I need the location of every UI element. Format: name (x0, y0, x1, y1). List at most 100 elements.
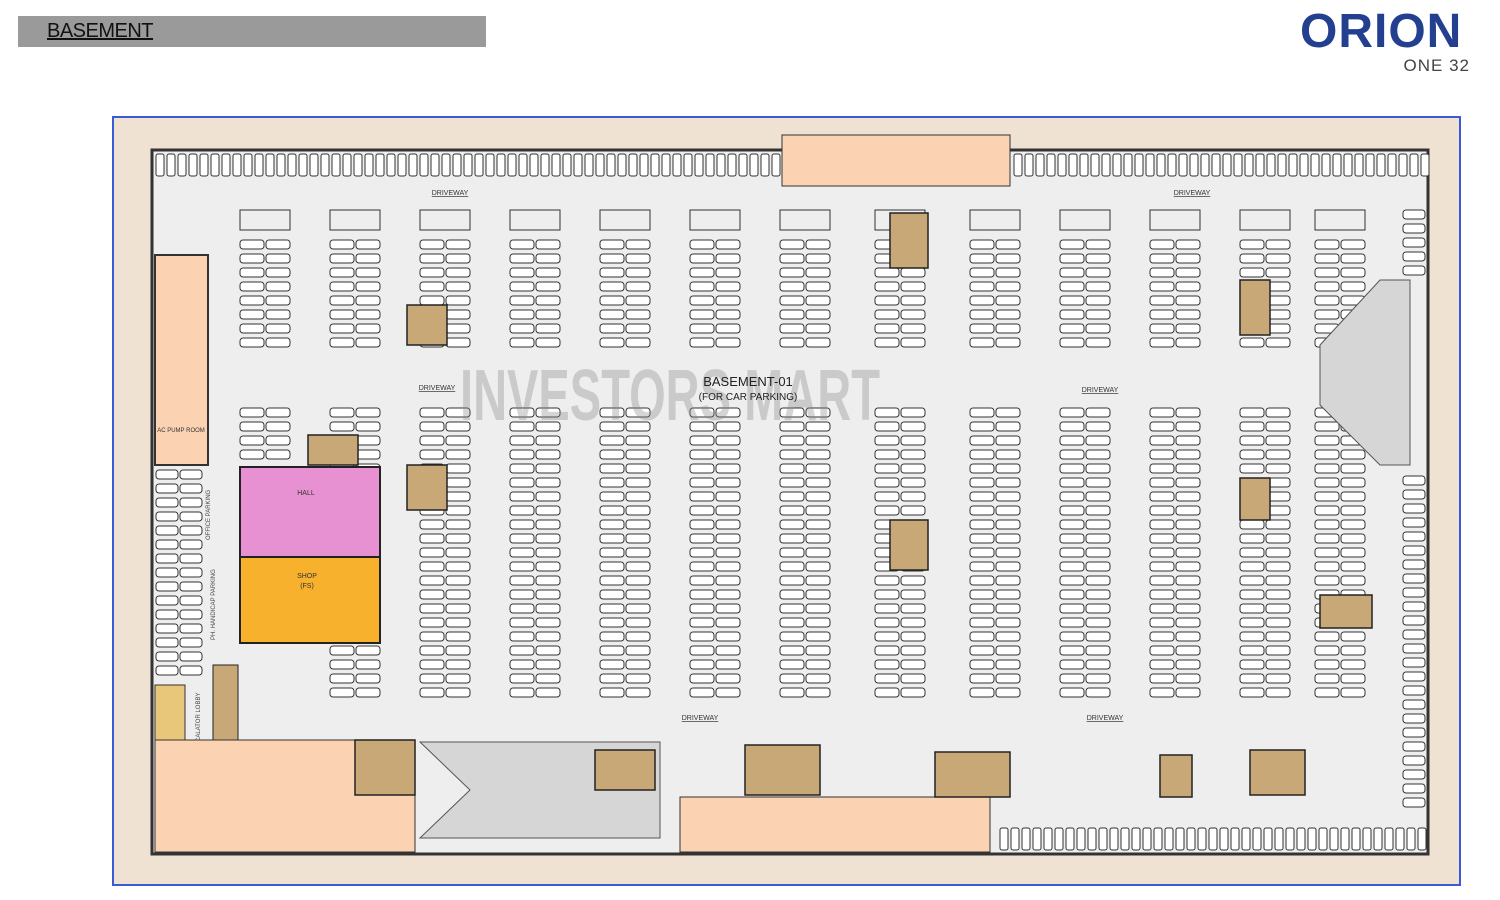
parking-stall (1164, 827, 1174, 851)
parking-stall (900, 603, 926, 614)
parking-stall (355, 645, 381, 656)
parking-stall (445, 295, 471, 306)
logo-wordmark: ORION (1300, 5, 1463, 58)
parking-stalls (155, 153, 1430, 851)
parking-stall (715, 589, 741, 600)
parking-stall (805, 239, 831, 250)
parking-stall (779, 645, 805, 656)
parking-stall (329, 659, 355, 670)
parking-stall (239, 421, 265, 432)
parking-stall (1085, 561, 1111, 572)
parking-stall (715, 435, 741, 446)
parking-stall (900, 687, 926, 698)
parking-stall (1402, 783, 1426, 794)
parking-stall (1175, 617, 1201, 628)
parking-stall (355, 407, 381, 418)
parking-stall (329, 239, 355, 250)
parking-stall (1059, 547, 1085, 558)
parking-stall (509, 659, 535, 670)
parking-stall (1149, 281, 1175, 292)
parking-stall (689, 477, 715, 488)
parking-stall (1145, 153, 1155, 177)
parking-stall (509, 239, 535, 250)
parking-stall (995, 477, 1021, 488)
parking-stall (509, 337, 535, 348)
parking-stall (540, 153, 550, 177)
parking-stall (1314, 295, 1340, 306)
parking-stall (1059, 631, 1085, 642)
parking-stall (265, 239, 291, 250)
parking-stall (1149, 505, 1175, 516)
parking-stall (715, 281, 741, 292)
parking-stall (969, 631, 995, 642)
parking-stall (1402, 237, 1426, 248)
parking-stall (509, 267, 535, 278)
parking-stall (779, 407, 805, 418)
parking-stall (1032, 827, 1042, 851)
parking-stall (1314, 673, 1340, 684)
parking-stall (599, 533, 625, 544)
parking-stall (1239, 407, 1265, 418)
parking-stall (239, 435, 265, 446)
parking-stall (599, 561, 625, 572)
parking-stall (969, 617, 995, 628)
parking-stall (329, 407, 355, 418)
parking-stall (509, 519, 535, 530)
parking-stall (779, 603, 805, 614)
parking-stall (1402, 629, 1426, 640)
parking-stall (617, 153, 627, 177)
parking-stall (419, 589, 445, 600)
parking-stall (625, 253, 651, 264)
parking-stall (445, 519, 471, 530)
parking-stall (805, 407, 831, 418)
parking-stall (689, 267, 715, 278)
parking-stall (625, 575, 651, 586)
parking-stall (715, 673, 741, 684)
parking-stall (329, 687, 355, 698)
parking-stall (689, 309, 715, 320)
parking-stall (874, 631, 900, 642)
parking-stall (715, 477, 741, 488)
parking-stall (535, 645, 561, 656)
parking-stall (507, 153, 517, 177)
parking-stall (805, 309, 831, 320)
parking-stall (1265, 533, 1291, 544)
parking-stall (779, 491, 805, 502)
parking-stall (1046, 153, 1056, 177)
parking-stall (1085, 407, 1111, 418)
parking-stall (1265, 435, 1291, 446)
parking-stall-group (1149, 209, 1201, 231)
parking-stall (715, 463, 741, 474)
parking-stall (239, 267, 265, 278)
parking-stall (599, 505, 625, 516)
parking-stall (1059, 505, 1085, 516)
parking-stall (1266, 153, 1276, 177)
parking-stall (1013, 153, 1023, 177)
parking-stall (760, 153, 770, 177)
parking-stall (535, 253, 561, 264)
parking-stall (639, 153, 649, 177)
parking-stall (625, 239, 651, 250)
parking-stall (445, 477, 471, 488)
parking-stall (1149, 407, 1175, 418)
parking-stall (599, 659, 625, 670)
parking-stall (1265, 519, 1291, 530)
parking-stall (1059, 561, 1085, 572)
parking-stall (715, 323, 741, 334)
parking-stall (1420, 153, 1430, 177)
parking-stall (1314, 519, 1340, 530)
parking-stall-group (509, 209, 561, 231)
parking-stall (599, 253, 625, 264)
parking-stall (1340, 673, 1366, 684)
parking-stall (1314, 309, 1340, 320)
parking-stall (1233, 153, 1243, 177)
parking-stall (874, 589, 900, 600)
hall-label: HALL (297, 490, 315, 497)
parking-stall (239, 253, 265, 264)
parking-stall (1175, 827, 1185, 851)
core-block (307, 434, 359, 466)
parking-stall (1402, 223, 1426, 234)
parking-stall (995, 575, 1021, 586)
parking-stall (1239, 435, 1265, 446)
